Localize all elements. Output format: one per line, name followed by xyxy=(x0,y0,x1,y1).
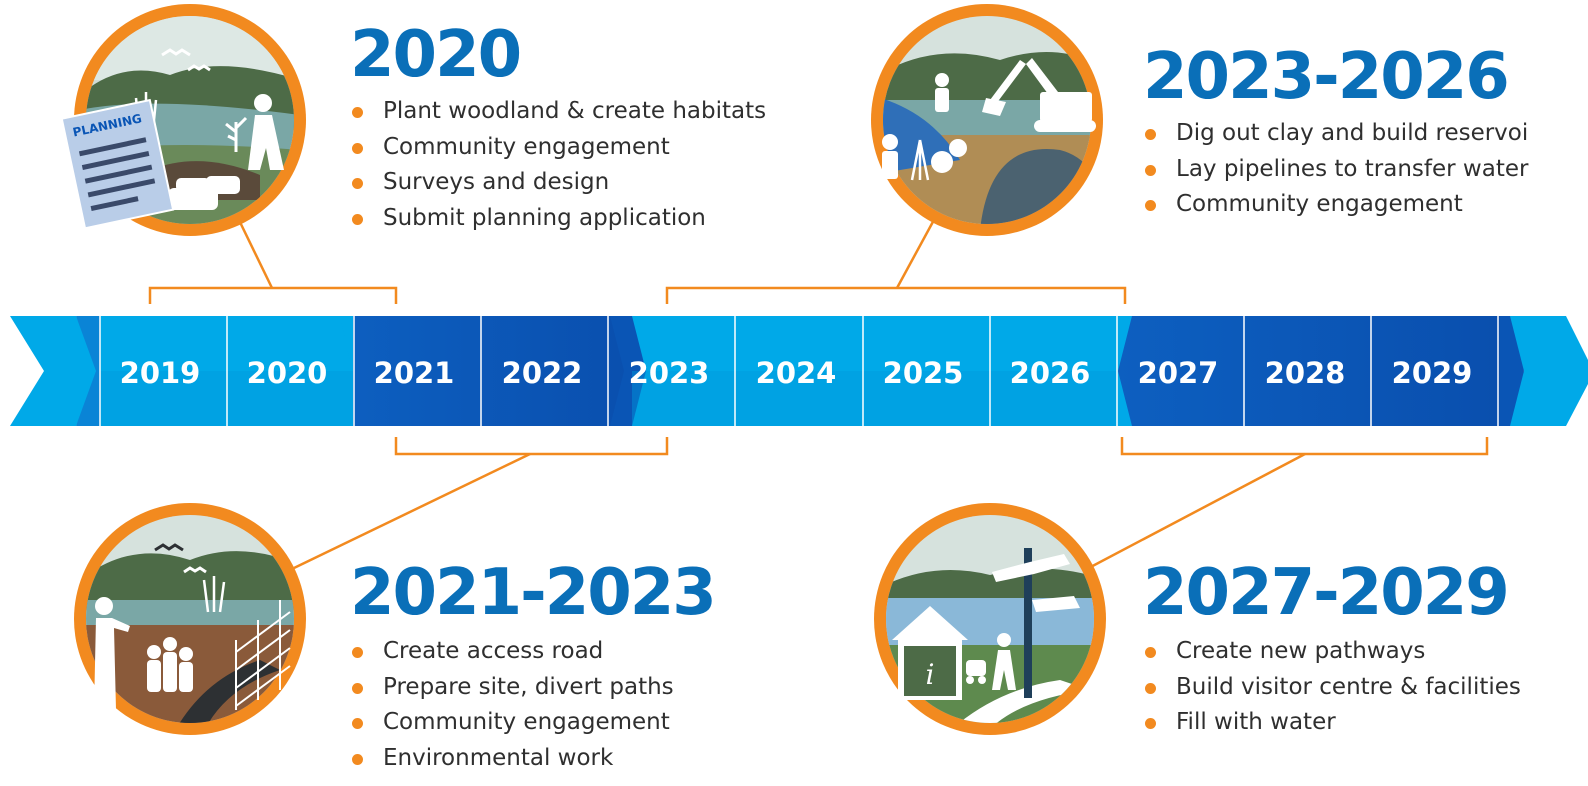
visitor-centre-icon: i xyxy=(892,606,968,700)
bracket-2020 xyxy=(148,286,398,304)
list-item: Create access road xyxy=(350,634,674,670)
bullet-icon xyxy=(352,178,363,189)
planning-document-icon: PLANNING xyxy=(60,98,175,230)
timeline-lead-arrow xyxy=(10,316,100,426)
svg-text:i: i xyxy=(926,658,935,691)
bullet-icon xyxy=(352,647,363,658)
bullet-icon xyxy=(352,718,363,729)
phase-2021-2023-list: Create access road Prepare site, divert … xyxy=(350,634,674,776)
connector-2020 xyxy=(236,217,274,289)
bullet-icon xyxy=(352,213,363,225)
timeline-end-arrow xyxy=(1500,316,1588,426)
list-item: Plant woodland & create habitats xyxy=(350,94,766,130)
bracket-2021-2023 xyxy=(394,437,669,456)
person-icon xyxy=(254,94,272,112)
timeline-lead-shade xyxy=(76,316,100,426)
phase-2027-2029-title: 2027-2029 xyxy=(1143,556,1510,630)
segment-notch-2027 xyxy=(1108,316,1132,426)
list-item: Surveys and design xyxy=(350,165,766,201)
planning-woodland-illustration: PLANNING xyxy=(60,4,306,236)
connector-2023-2026 xyxy=(895,217,937,289)
surveyor-icon xyxy=(882,134,898,150)
list-item: Community engagement xyxy=(350,130,766,166)
year-label-2028: 2028 xyxy=(1265,356,1346,390)
list-item: Community engagement xyxy=(1143,187,1528,223)
segment-notch-2023 xyxy=(610,316,646,426)
car-icon xyxy=(168,188,218,210)
bullet-icon xyxy=(1145,200,1156,211)
phase-2021-2023-title: 2021-2023 xyxy=(350,556,717,630)
bracket-2027-2029 xyxy=(1120,437,1489,456)
bullet-icon xyxy=(1145,682,1156,694)
year-label-2020: 2020 xyxy=(247,356,328,390)
year-label-2026: 2026 xyxy=(1010,356,1091,390)
list-item: Submit planning application xyxy=(350,201,766,237)
year-label-2022: 2022 xyxy=(502,356,583,390)
segment-2021-2022 xyxy=(345,316,632,426)
fence-icon xyxy=(235,600,291,710)
visitor-centre-signpost-illustration: i xyxy=(874,503,1106,735)
sapling-icon xyxy=(225,116,248,152)
year-label-2024: 2024 xyxy=(756,356,837,390)
connector-2021-2023 xyxy=(293,452,531,570)
bullet-icon xyxy=(352,107,363,118)
bird-icon xyxy=(183,566,207,574)
list-item: Dig out clay and build reservoi xyxy=(1143,116,1528,152)
bird-icon xyxy=(187,64,211,72)
worker-icon xyxy=(935,73,949,87)
access-road-fence-illustration xyxy=(74,503,306,735)
excavator-icon xyxy=(982,58,1096,132)
year-label-2019: 2019 xyxy=(120,356,201,390)
year-label-2021: 2021 xyxy=(374,356,455,390)
bullet-icon xyxy=(1145,129,1156,140)
family-walking-icon xyxy=(966,633,1016,690)
bracket-2023-2026 xyxy=(665,286,1127,304)
connector-2027-2029 xyxy=(1084,452,1306,572)
phase-2020-list: Plant woodland & create habitats Communi… xyxy=(350,94,766,236)
list-item: Prepare site, divert paths xyxy=(350,670,674,706)
bird-icon xyxy=(161,48,191,57)
bullet-icon xyxy=(1145,718,1156,729)
segment-2027-2029 xyxy=(1118,316,1500,426)
segment-notch-2021 xyxy=(340,316,353,426)
list-item: Community engagement xyxy=(350,705,674,741)
list-item: Lay pipelines to transfer water xyxy=(1143,152,1528,188)
list-item: Build visitor centre & facilities xyxy=(1143,670,1521,706)
phase-2020-title: 2020 xyxy=(350,18,522,92)
bullet-icon xyxy=(352,682,363,694)
bird-icon xyxy=(154,543,184,552)
signpost-icon xyxy=(992,548,1080,698)
bullet-icon xyxy=(352,142,363,154)
year-label-2027: 2027 xyxy=(1138,356,1219,390)
year-label-2029: 2029 xyxy=(1392,356,1473,390)
list-item: Fill with water xyxy=(1143,705,1521,741)
list-item: Environmental work xyxy=(350,741,674,777)
bullet-icon xyxy=(352,753,363,765)
phase-2023-2026-title: 2023-2026 xyxy=(1143,40,1510,114)
list-item: Create new pathways xyxy=(1143,634,1521,670)
phase-2027-2029-list: Create new pathways Build visitor centre… xyxy=(1143,634,1521,741)
year-dividers xyxy=(99,316,1499,426)
phase-connectors xyxy=(148,217,1489,572)
phase-2023-2026-list: Dig out clay and build reservoi Lay pipe… xyxy=(1143,116,1528,223)
excavator-construction-illustration xyxy=(871,4,1103,236)
segment-2023-2026 xyxy=(632,316,1118,426)
year-label-2023: 2023 xyxy=(629,356,710,390)
tripod-icon xyxy=(910,139,930,181)
timeline-band: 2019 2020 2021 2022 2023 2024 2025 2026 … xyxy=(10,316,1588,426)
year-label-2025: 2025 xyxy=(883,356,964,390)
bullet-icon xyxy=(1145,647,1156,658)
pipe-icon xyxy=(931,151,953,173)
bullet-icon xyxy=(1145,164,1156,176)
guide-person-icon xyxy=(95,597,113,615)
car-icon xyxy=(206,176,240,194)
group-of-people-icon xyxy=(147,637,193,692)
